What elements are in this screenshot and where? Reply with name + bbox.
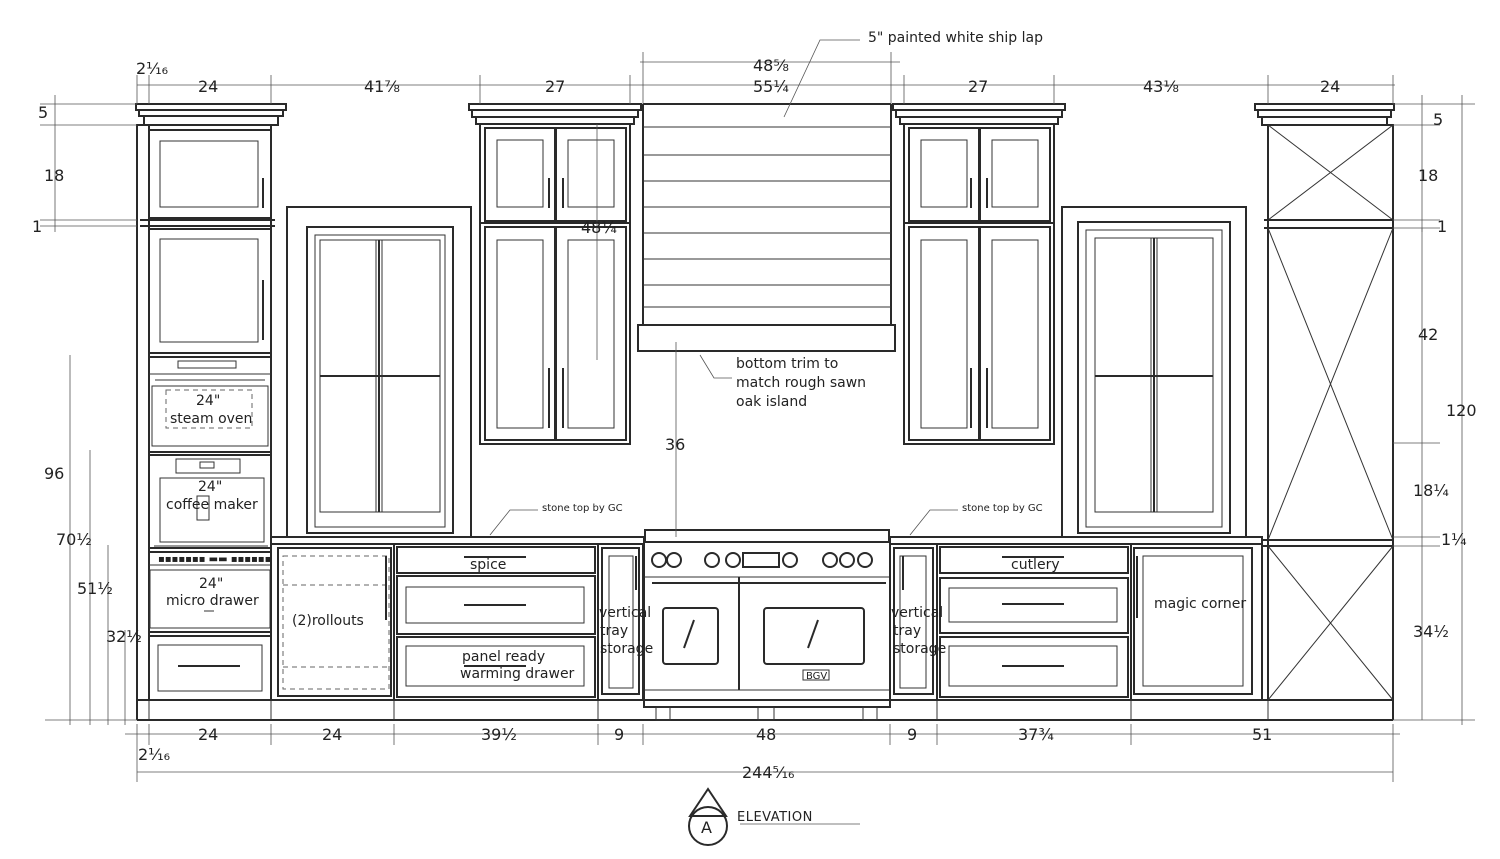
dim-right-upper: 18 xyxy=(1418,166,1438,185)
range xyxy=(643,529,891,721)
spice-label: spice xyxy=(470,557,506,573)
micro-drawer-label: micro drawer xyxy=(166,593,259,609)
dim-left-shelf: 1 xyxy=(32,217,42,236)
dim-bottom-5: 48 xyxy=(756,725,776,744)
right-upper-cabinet xyxy=(892,103,1066,445)
left-upper-cabinet xyxy=(468,103,642,445)
tray-left-label-1: vertical xyxy=(599,605,651,621)
dim-right-1825: 18¼ xyxy=(1413,481,1449,500)
dim-left-515: 51½ xyxy=(77,579,113,598)
dim-top-6: 27 xyxy=(968,77,988,96)
dim-top-2: 41⅞ xyxy=(364,77,400,96)
dim-bottom-4: 9 xyxy=(614,725,624,744)
dim-top-7: 43⅛ xyxy=(1143,77,1179,96)
dim-bottom-2: 24 xyxy=(322,725,342,744)
vertical-tray-right xyxy=(889,543,938,701)
dim-bottom-3: 39½ xyxy=(481,725,517,744)
right-tall-open-shelf xyxy=(1254,103,1395,701)
tray-right-label-1: vertical xyxy=(891,605,943,621)
hood-trim-note-line1: bottom trim to xyxy=(736,356,838,372)
steam-oven-label: steam oven xyxy=(170,411,252,427)
dim-bottom-1: 24 xyxy=(198,725,218,744)
dim-top-1: 24 xyxy=(198,77,218,96)
hood-bottom-trim xyxy=(637,324,896,352)
dim-right-shelf: 1 xyxy=(1437,217,1447,236)
warming-drawer-label-2: warming drawer xyxy=(460,666,575,682)
tray-right-label-2: tray xyxy=(893,623,921,639)
left-tall-cabinet xyxy=(135,103,287,701)
floor-line xyxy=(136,699,1394,721)
dim-bottom-offset: 2¹⁄₁₆ xyxy=(138,745,170,764)
right-window xyxy=(1061,206,1247,538)
dim-left-crown: 5 xyxy=(38,103,48,122)
rollouts-label: (2)rollouts xyxy=(292,613,364,629)
tray-right-label-3: storage xyxy=(893,641,946,657)
dim-bottom-6: 9 xyxy=(907,725,917,744)
dim-right-120: 120 xyxy=(1446,401,1477,420)
tray-left-label-3: storage xyxy=(600,641,653,657)
elevation-title: ELEVATION xyxy=(737,810,813,825)
dim-bottom-7: 37¾ xyxy=(1018,725,1054,744)
micro-drawer-controls: ▪▪▪▪▪▪▪ ▬▬ ▪▪▪▪▪▪ xyxy=(158,554,271,565)
dim-left-upper: 18 xyxy=(44,166,64,185)
left-window xyxy=(286,206,472,538)
dim-top-3: 27 xyxy=(545,77,565,96)
dim-right-345: 34½ xyxy=(1413,622,1449,641)
dim-right-125: 1¼ xyxy=(1441,530,1467,549)
cutlery-label: cutlery xyxy=(1011,557,1060,573)
dim-center-36: 36 xyxy=(665,435,685,454)
dim-top-5: 55¼ xyxy=(753,77,789,96)
shiplap-note: 5" painted white ship lap xyxy=(868,30,1043,46)
dim-top-offset: 2¹⁄₁₆ xyxy=(136,59,168,78)
dim-left-325: 32½ xyxy=(106,627,142,646)
coffee-maker-size: 24" xyxy=(198,479,222,495)
vertical-tray-left xyxy=(597,543,644,701)
range-hood xyxy=(637,103,896,352)
dim-center-4825: 48¼ xyxy=(581,218,617,237)
elevation-marker-letter: A xyxy=(701,818,712,837)
dim-top-4: 48⅝ xyxy=(753,56,789,75)
left-upper-door xyxy=(148,129,272,219)
dim-top-8: 24 xyxy=(1320,77,1340,96)
hood-trim-note-line2: match rough sawn xyxy=(736,375,866,391)
dimension-lines xyxy=(40,39,1475,825)
base-magic-corner xyxy=(1130,543,1263,701)
magic-corner-label: magic corner xyxy=(1154,596,1246,612)
dim-right-crown: 5 xyxy=(1433,110,1443,129)
dim-overall: 244⁵⁄₁₆ xyxy=(742,763,794,782)
dim-bottom-8: 51 xyxy=(1252,725,1272,744)
dim-left-96: 96 xyxy=(44,464,64,483)
range-badge: BGV xyxy=(806,671,827,682)
steam-oven xyxy=(148,356,272,453)
micro-drawer-size: 24" xyxy=(199,576,223,592)
dim-left-705: 70½ xyxy=(56,530,92,549)
warming-drawer-label-1: panel ready xyxy=(462,649,545,665)
steam-oven-size: 24" xyxy=(196,393,220,409)
coffee-maker-label: coffee maker xyxy=(166,497,258,513)
stone-top-note-left: stone top by GC xyxy=(542,503,623,514)
stone-top-note-right: stone top by GC xyxy=(962,503,1043,514)
dim-right-42: 42 xyxy=(1418,325,1438,344)
elevation-marker xyxy=(688,787,728,846)
tray-left-label-2: tray xyxy=(600,623,628,639)
hood-trim-note-line3: oak island xyxy=(736,394,807,410)
coffee-maker xyxy=(148,454,272,549)
